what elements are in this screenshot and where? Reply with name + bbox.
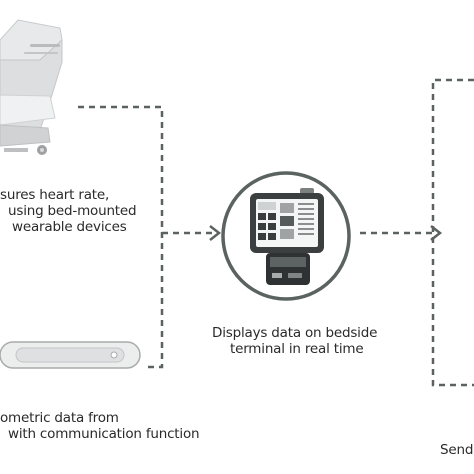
bedside-terminal-icon [250, 188, 324, 285]
heart-rate-line-1: sures heart rate, [0, 187, 110, 203]
arrow-to-right [430, 225, 443, 241]
connector-terminal-to-right [360, 78, 474, 387]
hospital-bed-icon [0, 19, 63, 155]
heart-rate-caption: sures heart rate, using bed-mounted wear… [0, 187, 137, 235]
biometric-line-1: ometric data from [0, 410, 119, 426]
connector-bed-to-terminal [78, 105, 212, 369]
heart-rate-line-3: wearable devices [12, 219, 127, 235]
bedside-line-2: terminal in real time [230, 341, 364, 357]
biometric-line-2: with communication function [8, 426, 200, 442]
bedside-caption: Displays data on bedside terminal in rea… [212, 325, 377, 357]
wearable-band-icon [0, 341, 141, 369]
biometric-caption: ometric data from with communication fun… [0, 410, 200, 442]
arrow-to-terminal [209, 225, 222, 241]
send-caption: Send [440, 442, 474, 458]
bedside-line-1: Displays data on bedside [212, 325, 378, 341]
heart-rate-line-2: using bed-mounted [8, 203, 137, 219]
